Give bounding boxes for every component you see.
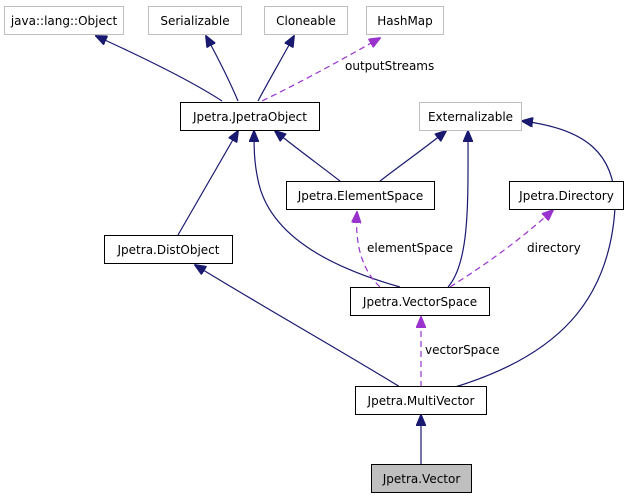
node-directory[interactable]: Jpetra.Directory — [509, 181, 624, 210]
node-serializable[interactable]: Serializable — [148, 6, 242, 35]
edge-elementspace-to-jpetraobject — [275, 131, 341, 182]
edge-jpetraobject-to-serializable — [206, 36, 239, 102]
node-jpetra-object[interactable]: Jpetra.JpetraObject — [180, 102, 320, 131]
node-java-lang-object[interactable]: java::lang::Object — [4, 6, 124, 35]
node-vector[interactable]: Jpetra.Vector — [371, 464, 472, 493]
edge-vectorspace-to-directory — [449, 210, 553, 288]
node-dist-object[interactable]: Jpetra.DistObject — [104, 235, 233, 264]
node-hashmap[interactable]: HashMap — [366, 6, 444, 35]
label-output-streams: outputStreams — [345, 59, 435, 73]
edge-distobject-to-jpetraobject — [177, 131, 238, 236]
edge-vectorspace-to-elementspace — [357, 212, 381, 288]
label-element-space: elementSpace — [367, 241, 454, 255]
node-vector-space[interactable]: Jpetra.VectorSpace — [350, 287, 490, 316]
edge-vectorspace-to-jpetraobject — [254, 131, 401, 288]
label-directory: directory — [527, 241, 581, 255]
edge-jpetraobject-to-object — [96, 36, 223, 102]
edge-vectorspace-to-externalizable — [447, 131, 468, 288]
edge-jpetraobject-to-cloneable — [257, 36, 294, 102]
node-element-space[interactable]: Jpetra.ElementSpace — [286, 181, 435, 210]
edge-jpetraobject-to-hashmap — [261, 38, 380, 102]
edge-elementspace-to-externalizable — [379, 131, 446, 182]
node-externalizable[interactable]: Externalizable — [419, 102, 522, 131]
edge-multivector-to-distobject — [195, 265, 401, 388]
node-multi-vector[interactable]: Jpetra.MultiVector — [355, 386, 487, 415]
label-vector-space: vectorSpace — [425, 343, 500, 357]
edge-multivector-to-externalizable — [454, 121, 616, 388]
node-cloneable[interactable]: Cloneable — [264, 6, 348, 35]
